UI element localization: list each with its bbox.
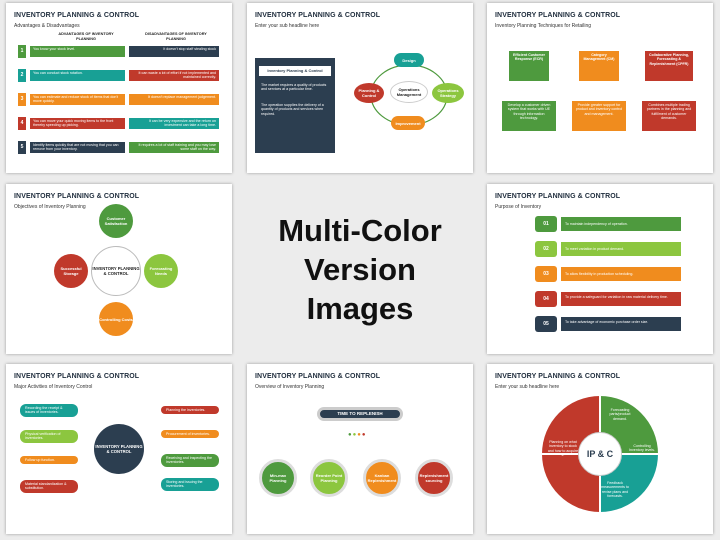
objective-forecasting-needs: Forecasting Needs xyxy=(144,254,178,288)
slide-subtitle: Inventory Planning Techniques for Retail… xyxy=(495,23,592,29)
caption-line-1: Multi-Color xyxy=(278,212,442,248)
planning-method: Reorder Point Planning xyxy=(310,459,348,497)
activity-left: Physical verification of inventories. xyxy=(20,430,78,443)
objective-customer-satisfaction: Customer Satisfaction xyxy=(99,204,133,238)
purpose-text: To meet variation in product demand. xyxy=(561,242,681,256)
slide-subtitle: Advantages & Disadvantages xyxy=(14,23,80,29)
thumbnail-purpose[interactable]: INVENTORY PLANNING & CONTROL Purpose of … xyxy=(487,184,713,354)
advantage-text: Identify items quickly that are not movi… xyxy=(30,142,125,153)
advantage-text: You can estimate and reduce stock of ite… xyxy=(30,94,125,105)
slide-subtitle: Objectives of Inventory Planning xyxy=(14,204,86,210)
slide-subtitle: Overview of Inventory Planning xyxy=(255,384,325,390)
row-number: 4 xyxy=(18,117,26,130)
purpose-number: 05 xyxy=(535,316,557,332)
objective-successful-storage: Successful Storage xyxy=(54,254,88,288)
slide-title: INVENTORY PLANNING & CONTROL xyxy=(495,193,621,200)
slide-title: INVENTORY PLANNING & CONTROL xyxy=(14,373,140,380)
row-number: 5 xyxy=(18,141,26,154)
slide-subtitle: Purpose of Inventory xyxy=(495,204,542,210)
advantage-text: You can conduct stock rotation. xyxy=(30,70,125,81)
slide-title: INVENTORY PLANNING & CONTROL xyxy=(255,12,381,19)
disadvantages-header: DISADVANTAGES OF INVENTORY PLANNING xyxy=(145,32,207,41)
thumbnail-planning-techniques[interactable]: INVENTORY PLANNING & CONTROL Inventory P… xyxy=(487,3,713,173)
row-number: 1 xyxy=(18,45,26,58)
advantages-header: ADVANTAGES OF INVENTORY PLANNING xyxy=(58,32,114,41)
node-operations-strategy: Operations Strategy xyxy=(432,83,464,103)
advantage-text: You know your stock level. xyxy=(30,46,125,57)
planning-method: Replenishment sourcing xyxy=(415,459,453,497)
disadvantage-text: It doesn't stop staff stealing stock xyxy=(129,46,219,57)
slide-subtitle: Enter your sub headline here xyxy=(495,384,560,390)
slide-title: INVENTORY PLANNING & CONTROL xyxy=(14,12,140,19)
center-caption: Multi-Color Version Images xyxy=(247,184,473,354)
slide-subtitle: Major Activities of Inventory Control xyxy=(14,384,93,390)
quadrant-text: Controlling Inventory levels. xyxy=(629,444,655,453)
advantage-text: You can move your quick moving items to … xyxy=(30,118,125,129)
slide-title: INVENTORY PLANNING & CONTROL xyxy=(255,373,381,380)
technique-body: Develop a customer driven system that wo… xyxy=(502,101,556,131)
purpose-number: 02 xyxy=(535,241,557,257)
node-design: Design xyxy=(394,53,424,67)
quadrant-text: Feedback measurements to revise plans an… xyxy=(601,481,629,499)
activity-left: Material standardization & substitution. xyxy=(20,480,78,493)
planning-method: Kanban Replenishment xyxy=(363,459,401,497)
purpose-text: To maintain independency of operation. xyxy=(561,217,681,231)
center-circle: INVENTORY PLANNING & CONTROL xyxy=(94,424,144,474)
disadvantage-text: It requires a lot of staff training and … xyxy=(129,142,219,153)
row-number: 3 xyxy=(18,93,26,106)
caption-line-2: Version Images xyxy=(304,251,416,326)
purpose-text: To take advantage of economic purchase o… xyxy=(561,317,681,331)
purpose-number: 03 xyxy=(535,266,557,282)
technique-body: Combines multiple trading partners in th… xyxy=(642,101,696,131)
technique-header: Collaborative Planning, Forecasting & Re… xyxy=(645,51,693,81)
technique-body: Provide greater support for product and … xyxy=(572,101,626,131)
row-number: 2 xyxy=(18,69,26,82)
node-planning-control: Planning & Control xyxy=(354,83,384,103)
slide-subtitle: Enter your sub headline here xyxy=(255,23,320,29)
slide-title: INVENTORY PLANNING & CONTROL xyxy=(495,12,621,19)
node-operations-management: Operations Management xyxy=(390,81,428,103)
disadvantage-text: It doesn't replace management judgement. xyxy=(129,94,219,105)
activity-right: Receiving and inspecting the inventories… xyxy=(161,454,219,467)
disadvantage-text: It can waste a lot of effort if not impl… xyxy=(129,70,219,81)
planning-method: Min-max Planning xyxy=(259,459,297,497)
color-dots: ●●●● xyxy=(348,432,367,438)
purpose-number: 04 xyxy=(535,291,557,307)
activity-right: Procurement of inventories. xyxy=(161,430,219,439)
slide-title: INVENTORY PLANNING & CONTROL xyxy=(14,193,140,200)
slide-title: INVENTORY PLANNING & CONTROL xyxy=(495,373,621,380)
activity-left: Follow up function. xyxy=(20,456,78,465)
thumbnail-major-activities[interactable]: INVENTORY PLANNING & CONTROL Major Activ… xyxy=(6,364,232,534)
technique-header: Efficient Customer Response (ECR) xyxy=(509,51,549,81)
objective-controlling-costs: Controlling Costs xyxy=(99,302,133,336)
quadrant-text: Forecasting parts/product demand. xyxy=(609,408,631,421)
thumbnail-operations-management[interactable]: INVENTORY PLANNING & CONTROL Enter your … xyxy=(247,3,473,173)
thumbnail-overview[interactable]: INVENTORY PLANNING & CONTROL Overview of… xyxy=(247,364,473,534)
info-panel-title: Inventory Planning & Control xyxy=(259,66,331,76)
activity-right: Planning the inventories. xyxy=(161,406,219,415)
replenish-header: TIME TO REPLENISH xyxy=(317,407,403,421)
activity-right: Storing and issuing the inventories. xyxy=(161,478,219,491)
thumbnail-advantages-disadvantages[interactable]: INVENTORY PLANNING & CONTROL Advantages … xyxy=(6,3,232,173)
technique-header: Category Management (CM) xyxy=(579,51,619,81)
purpose-number: 01 xyxy=(535,216,557,232)
purpose-text: To provide a safeguard for variation in … xyxy=(561,292,681,306)
node-improvement: Improvement xyxy=(391,116,425,130)
center-circle: IP & C xyxy=(578,432,622,476)
thumbnail-ipc-cycle[interactable]: INVENTORY PLANNING & CONTROL Enter your … xyxy=(487,364,713,534)
info-bullet: The market requires a quality of product… xyxy=(261,83,327,92)
center-circle: INVENTORY PLANNING & CONTROL xyxy=(91,246,141,296)
quadrant-text: Planning on what inventory to stock and … xyxy=(547,440,579,458)
purpose-text: To allow flexibility in production sched… xyxy=(561,267,681,281)
disadvantage-text: It can be very expensive and the return … xyxy=(129,118,219,129)
info-bullet: The operation supplies the delivery of a… xyxy=(261,103,324,116)
thumbnail-objectives[interactable]: INVENTORY PLANNING & CONTROL Objectives … xyxy=(6,184,232,354)
activity-left: Recording the receipt & issues of invent… xyxy=(20,404,78,417)
